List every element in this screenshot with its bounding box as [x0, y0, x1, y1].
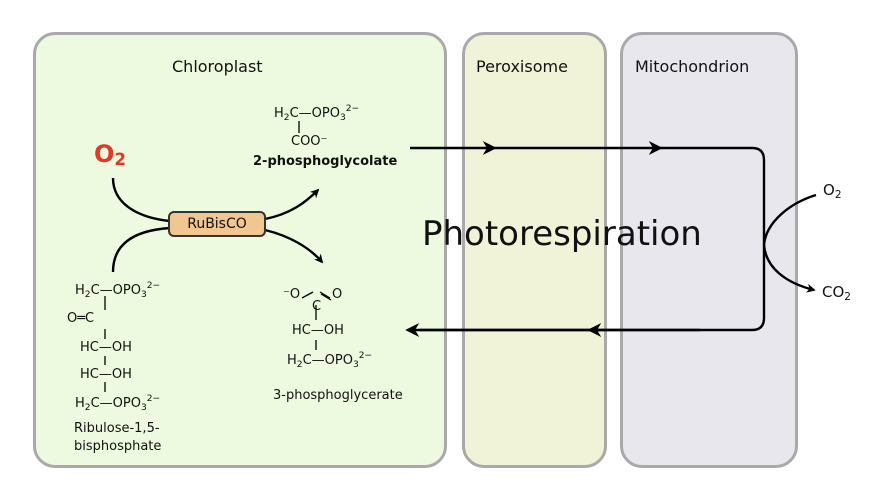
rubp-line1: H2C—OPO32− — [75, 281, 161, 300]
phosphoglycolate-label: 2-phosphoglycolate — [253, 154, 398, 169]
peroxisome-compartment — [462, 32, 607, 468]
rubp-line2: O═C — [67, 311, 95, 326]
pga-carboxyl-c: C — [312, 299, 322, 314]
mitochondrion-title: Mitochondrion — [635, 57, 750, 76]
phosphoglycolate-line1: H2C—OPO32− — [274, 104, 360, 123]
rubp-to-rubisco-arrow — [111, 226, 171, 273]
phosphoglycolate-line2: COO⁻ — [291, 134, 328, 149]
mitochondrion-compartment — [620, 32, 798, 468]
rubisco-to-phosphoglycerate-arrow — [264, 228, 324, 264]
pga-line3: H2C—OPO32− — [287, 351, 373, 370]
rubp-line5: H2C—OPO32− — [75, 394, 161, 413]
rubp-label-1: Ribulose-1,5- — [74, 421, 160, 436]
mito-co2-out-arrow — [762, 244, 816, 293]
oxygen-input: O2 — [94, 140, 127, 169]
pga-bond — [301, 291, 314, 299]
peroxisome-title: Peroxisome — [476, 57, 568, 76]
pga-carboxylate-o: ⁻O — [283, 287, 301, 302]
pga-label: 3-phosphoglycerate — [273, 388, 403, 403]
mito-o2-label: O2 — [823, 181, 842, 201]
o2-to-rubisco-arrow — [111, 177, 171, 223]
rubisco-enzyme-box: RuBisCO — [168, 211, 266, 237]
pga-carbonyl-o: O — [332, 287, 343, 302]
rubp-line3: HC—OH — [80, 340, 132, 355]
rubp-label-2: bisphosphate — [74, 439, 162, 454]
mito-co2-label: CO2 — [822, 283, 851, 303]
pga-bond — [319, 291, 331, 299]
photorespiration-label: Photorespiration — [422, 214, 702, 254]
pga-bond — [320, 293, 332, 301]
pga-line2: HC—OH — [292, 323, 344, 338]
rubisco-to-phosphoglycolate-arrow — [264, 188, 320, 221]
rubp-line4: HC—OH — [80, 367, 132, 382]
chloroplast-compartment — [33, 32, 447, 468]
chloroplast-title: Chloroplast — [172, 57, 263, 76]
mito-o2-in-curve — [762, 193, 817, 246]
